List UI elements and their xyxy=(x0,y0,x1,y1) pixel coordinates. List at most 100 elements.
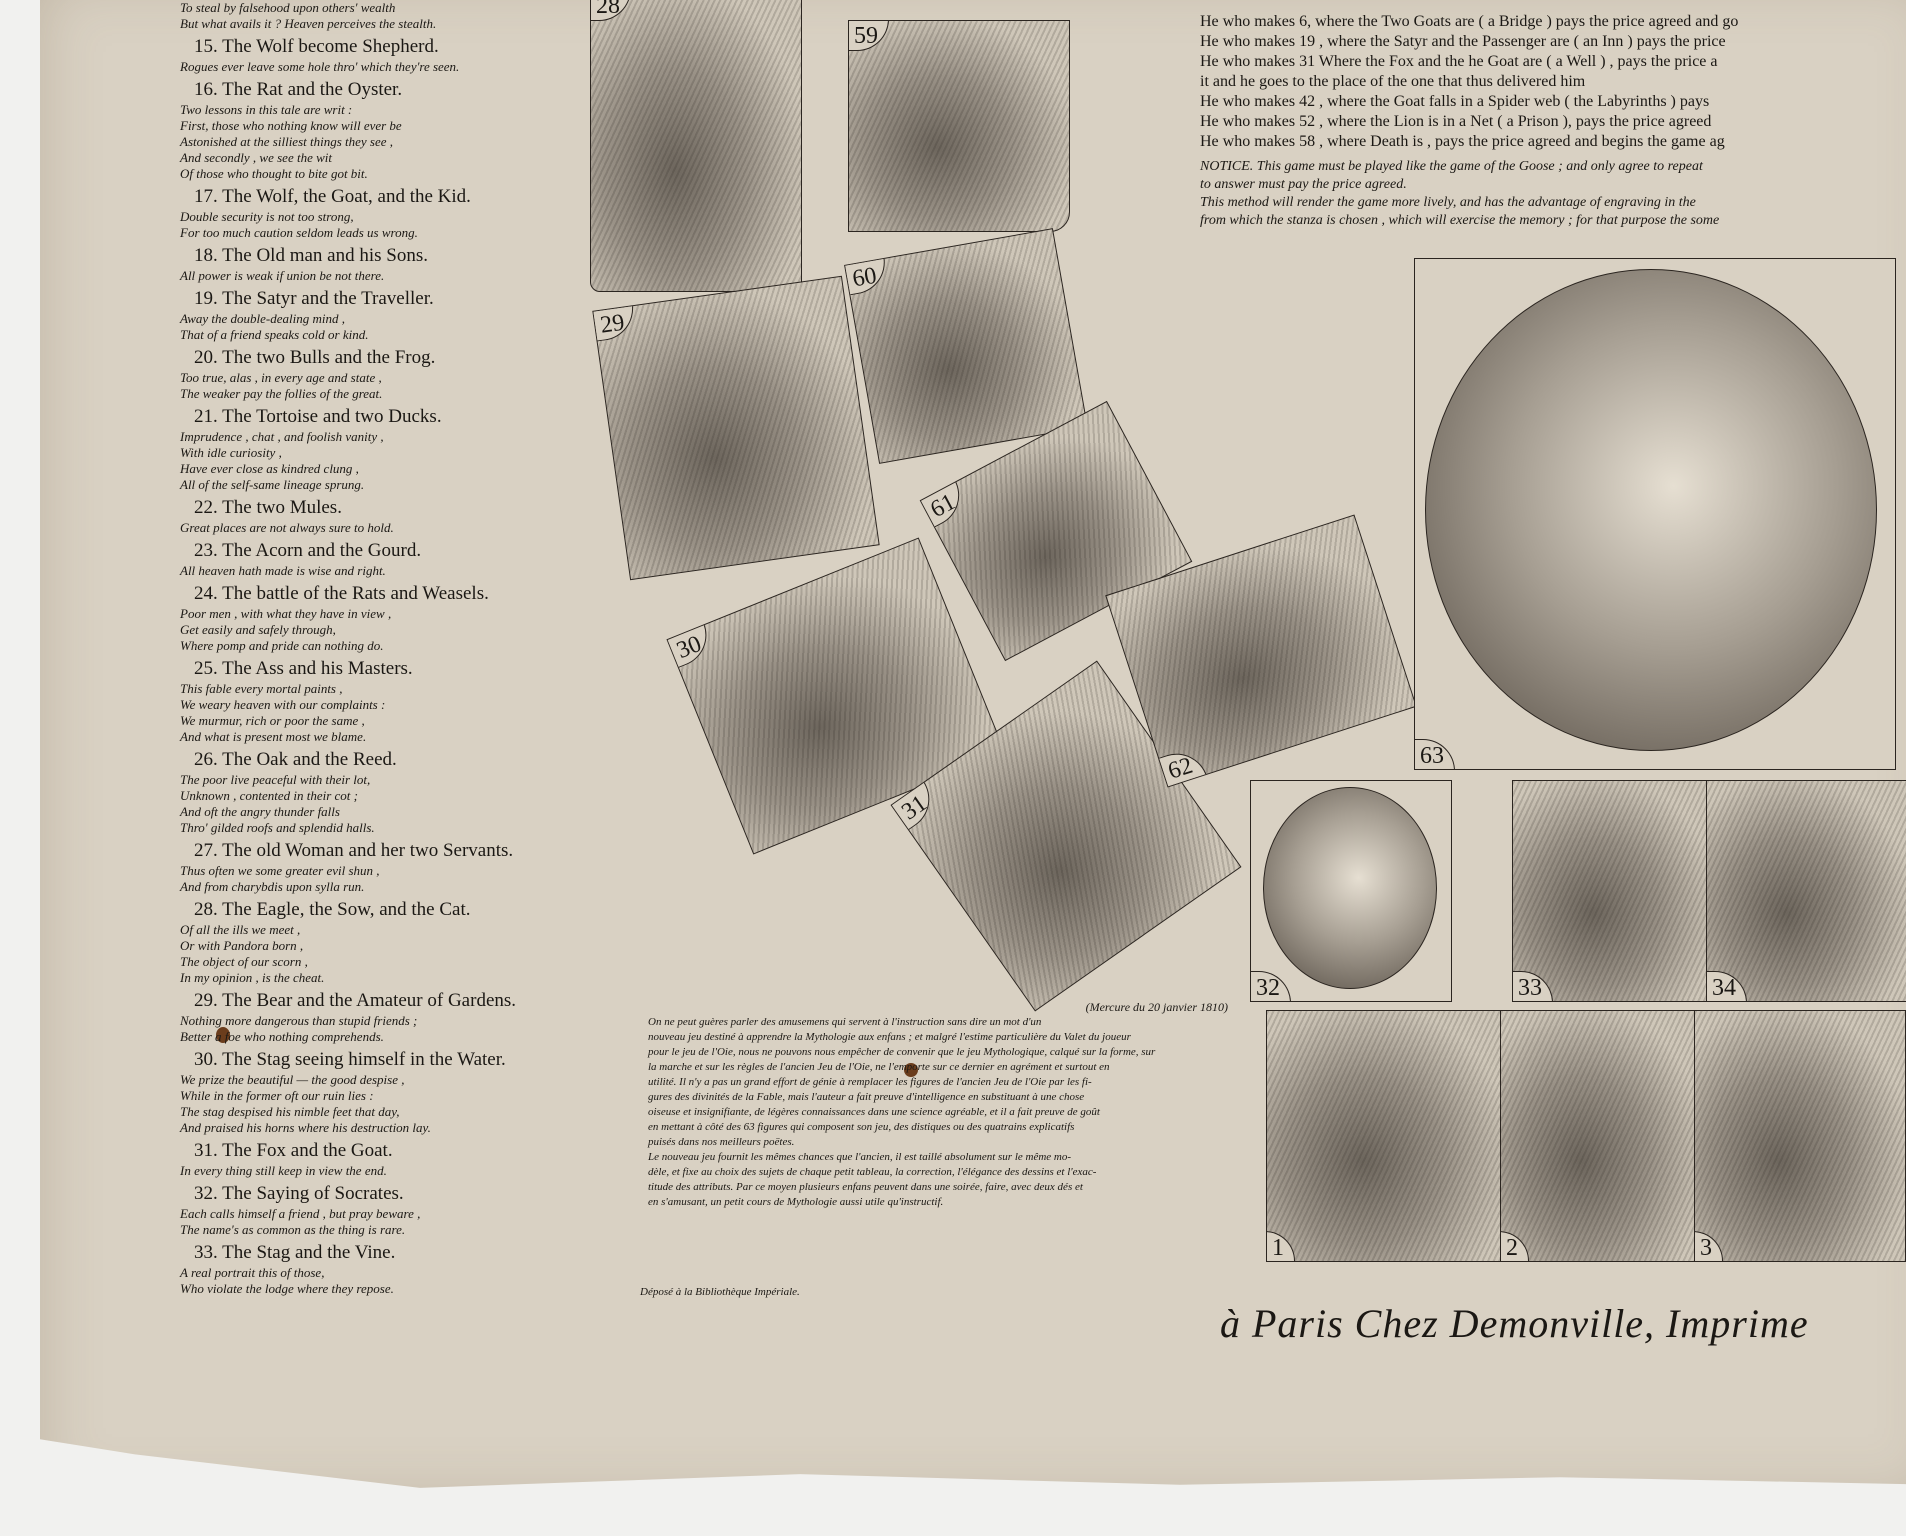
fable-moral-line: We prize the beautiful — the good despis… xyxy=(180,1072,405,1087)
cell-number: 3 xyxy=(1695,1231,1723,1261)
cell-medallion xyxy=(1263,787,1437,989)
notice-line: to answer must pay the price agreed. xyxy=(1200,177,1407,192)
fable-title: 23. The Acorn and the Gourd. xyxy=(194,540,422,561)
cell-number: 59 xyxy=(849,21,889,51)
fable-moral-line: Double security is not too strong, xyxy=(180,209,354,224)
fable-moral-line: The stag despised his nimble feet that d… xyxy=(180,1104,400,1119)
board-cell-28: 28 xyxy=(590,0,802,292)
fable-entry: 27. The old Woman and her two Servants.T… xyxy=(180,839,600,895)
fable-moral-line: All of the self-same lineage sprung. xyxy=(180,477,365,492)
fable-moral-line: Imprudence , chat , and foolish vanity , xyxy=(180,429,384,444)
cell-number: 34 xyxy=(1707,971,1747,1001)
fable-moral-line: Have ever close as kindred clung , xyxy=(180,461,359,476)
fable-entry: 21. The Tortoise and two Ducks. Imprudenc… xyxy=(180,405,600,493)
fable-moral-line: And from charybdis upon sylla run. xyxy=(180,879,365,894)
fable-entry: 28. The Eagle, the Sow, and the Cat. Of a… xyxy=(180,898,600,986)
fable-title: 31. The Fox and the Goat. xyxy=(194,1140,393,1161)
fable-moral-line: That of a friend speaks cold or kind. xyxy=(180,327,369,342)
fable-moral-line: We murmur, rich or poor the same , xyxy=(180,713,365,728)
board-cell-33: 33 xyxy=(1512,780,1714,1002)
fable-title: 18. The Old man and his Sons. xyxy=(194,245,428,266)
cell-number: 1 xyxy=(1267,1231,1295,1261)
fable-entry: 22. The two Mules.Great places are not a… xyxy=(180,496,600,536)
fable-title: 15. The Wolf become Shepherd. xyxy=(194,36,439,57)
fable-title: 30. The Stag seeing himself in the Water… xyxy=(194,1049,506,1070)
fable-title: 17. The Wolf, the Goat, and the Kid. xyxy=(194,186,471,207)
fable-moral-line: Of those who thought to bite got bit. xyxy=(180,166,368,181)
french-line: la marche et sur les règles de l'ancien … xyxy=(648,1061,1110,1073)
fable-title: 25. The Ass and his Masters. xyxy=(194,658,413,679)
fable-moral-line: A real portrait this of those, xyxy=(180,1265,325,1280)
fable-title: 24. The battle of the Rats and Weasels. xyxy=(194,583,489,604)
fable-moral-line: We weary heaven with our complaints : xyxy=(180,697,386,712)
fable-title: 28. The Eagle, the Sow, and the Cat. xyxy=(194,899,471,920)
fable-moral-line: Great places are not always sure to hold… xyxy=(180,520,394,535)
fable-entry: 18. The Old man and his Sons.All power i… xyxy=(180,244,600,284)
fable-title: 16. The Rat and the Oyster. xyxy=(194,79,403,100)
fable-moral-line: The poor live peaceful with their lot, xyxy=(180,772,371,787)
cell-number: 2 xyxy=(1501,1231,1529,1261)
fable-entry: 15. The Wolf become Shepherd. Rogues ever… xyxy=(180,35,600,75)
notice-line: This method will render the game more li… xyxy=(1200,195,1696,210)
fable-moral-line: With idle curiosity , xyxy=(180,445,282,460)
fable-moral-line: But what avails it ? Heaven perceives th… xyxy=(180,16,437,31)
fable-entry: 16. The Rat and the Oyster.Two lessons i… xyxy=(180,78,600,182)
french-line: oiseuse et insignifiante, de légères con… xyxy=(648,1106,1100,1118)
board-cell-2: 2 xyxy=(1500,1010,1702,1262)
fable-entry: 20. The two Bulls and the Frog.Too true,… xyxy=(180,346,600,402)
french-line: titude des attributs. Par ce moyen plusi… xyxy=(648,1181,1083,1193)
publisher-imprint: à Paris Chez Demonville, Imprime xyxy=(1220,1301,1809,1346)
fable-entry: 24. The battle of the Rats and Weasels.P… xyxy=(180,582,600,654)
rules-lines: He who makes 6, where the Two Goats are … xyxy=(1200,12,1906,152)
fable-title: 26. The Oak and the Reed. xyxy=(194,749,397,770)
fable-entry: 32. The Saying of Socrates.Each calls hi… xyxy=(180,1182,600,1238)
board-cell-63: 63 xyxy=(1414,258,1896,770)
game-board: 28 29 30 31 59 60 61 62 63 32 33 34 1 2 xyxy=(590,0,1906,1270)
cell-number: 61 xyxy=(919,480,971,529)
fable-entry: 25. The Ass and his Masters.This fable e… xyxy=(180,657,600,745)
french-lines: On ne peut guères parler des amusemens q… xyxy=(648,1015,1268,1210)
cell-number: 63 xyxy=(1415,739,1455,769)
fable-moral-line: The weaker pay the follies of the great. xyxy=(180,386,383,401)
fable-title: 19. The Satyr and the Traveller. xyxy=(194,288,434,309)
fable-moral-line: The object of our scorn , xyxy=(180,954,308,969)
rule-line: He who makes 31 Where the Fox and the he… xyxy=(1200,53,1718,70)
rule-line: He who makes 58 , where Death is , pays … xyxy=(1200,133,1725,150)
fable-entry: 23. The Acorn and the Gourd.All heaven h… xyxy=(180,539,600,579)
french-line: Le nouveau jeu fournit les mêmes chances… xyxy=(648,1151,1072,1163)
fable-entry: 31. The Fox and the Goat.In every thing … xyxy=(180,1139,600,1179)
fable-moral-line: To steal by falsehood upon others' wealt… xyxy=(180,0,396,15)
french-line: puisés dans nos meilleurs poëtes. xyxy=(648,1136,795,1148)
notice-line: from which the stanza is chosen , which … xyxy=(1200,213,1720,228)
fable-title: 21. The Tortoise and two Ducks. xyxy=(194,406,442,427)
fable-moral-line: While in the former oft our ruin lies : xyxy=(180,1088,374,1103)
fable-moral-line: Of all the ills we meet , xyxy=(180,922,301,937)
fable-title: 29. The Bear and the Amateur of Gardens. xyxy=(194,990,517,1011)
rust-stain xyxy=(216,1027,230,1043)
final-medallion xyxy=(1425,269,1877,751)
rules-block: He who makes 6, where the Two Goats are … xyxy=(1200,12,1906,230)
fable-moral-line: Unknown , contented in their cot ; xyxy=(180,788,358,803)
fable-entry: 26. The Oak and the Reed. The poor live p… xyxy=(180,748,600,836)
fable-list: To steal by falsehood upon others' wealt… xyxy=(180,0,600,1440)
fable-entry: 19. The Satyr and the Traveller.Away the… xyxy=(180,287,600,343)
fable-moral-line: In my opinion , is the cheat. xyxy=(180,970,325,985)
french-line: en s'amusant, un petit cours de Mytholog… xyxy=(648,1196,944,1208)
cell-number: 33 xyxy=(1513,971,1553,1001)
fable-entry: To steal by falsehood upon others' wealt… xyxy=(180,0,600,32)
rule-line: it and he goes to the place of the one t… xyxy=(1200,73,1586,90)
fable-moral-line: Get easily and safely through, xyxy=(180,622,336,637)
cell-number: 32 xyxy=(1251,971,1291,1001)
rule-line: He who makes 19 , where the Satyr and th… xyxy=(1200,33,1726,50)
fable-moral-line: Who violate the lodge where they repose. xyxy=(180,1281,394,1296)
cell-number: 30 xyxy=(666,623,717,669)
fable-moral-line: Thro' gilded roofs and splendid halls. xyxy=(180,820,375,835)
rule-line: He who makes 42 , where the Goat falls i… xyxy=(1200,93,1710,110)
depot-note: Déposé à la Bibliothèque Impériale. xyxy=(640,1286,800,1298)
rule-line: He who makes 6, where the Two Goats are … xyxy=(1200,13,1739,30)
fable-moral-line: And praised his horns where his destruct… xyxy=(180,1120,431,1135)
fable-entry: 17. The Wolf, the Goat, and the Kid. Doub… xyxy=(180,185,600,241)
fable-moral-line: And what is present most we blame. xyxy=(180,729,367,744)
cell-number: 28 xyxy=(591,0,631,21)
fable-moral-line: Rogues ever leave some hole thro' which … xyxy=(180,59,460,74)
